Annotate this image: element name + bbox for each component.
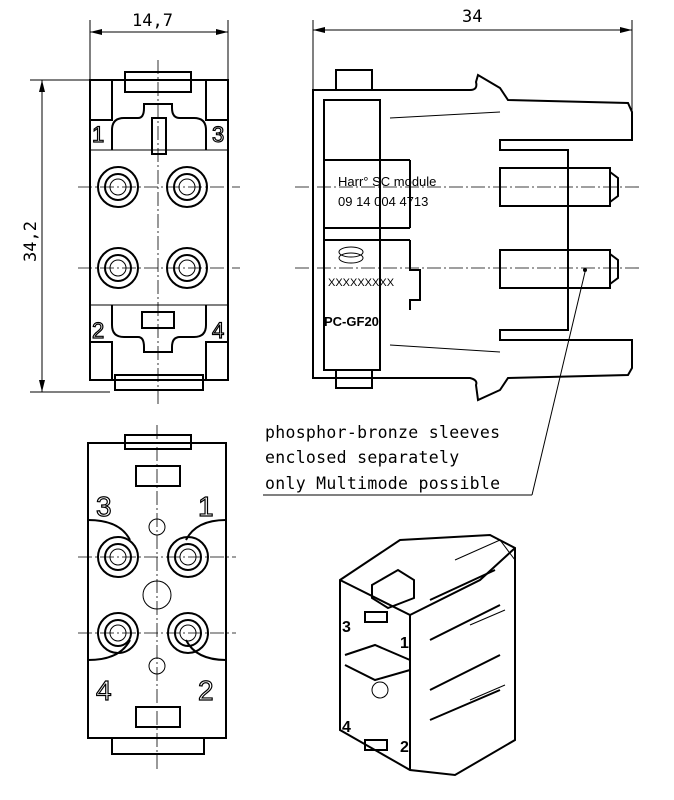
front-label-4: 4 bbox=[212, 318, 224, 343]
rear-label-3: 3 bbox=[96, 491, 112, 522]
note-line-1: phosphor-bronze sleeves bbox=[265, 423, 500, 442]
rear-label-1: 1 bbox=[198, 491, 214, 522]
front-label-3: 3 bbox=[212, 122, 224, 147]
rear-label-2: 2 bbox=[198, 675, 214, 706]
module-name-text: Harr° SC module bbox=[338, 174, 436, 189]
front-label-1: 1 bbox=[92, 122, 104, 147]
note-line-3: only Multimode possible bbox=[265, 474, 500, 493]
dimension-height: 34,2 bbox=[21, 79, 110, 393]
harting-logo-icon bbox=[338, 246, 364, 264]
serial-number: XXXXXXXXX bbox=[328, 277, 395, 289]
iso-label-3: 3 bbox=[342, 619, 351, 636]
dimension-width: 14,7 bbox=[89, 11, 229, 80]
front-view: 1 3 2 4 bbox=[78, 60, 240, 405]
dimension-length-label: 34 bbox=[462, 7, 482, 27]
dimension-length: 34 bbox=[312, 7, 633, 115]
side-view: Harr° SC module 09 14 004 4713 XXXXXXXXX… bbox=[295, 69, 640, 402]
rear-label-4: 4 bbox=[96, 675, 112, 706]
iso-label-2: 2 bbox=[400, 739, 409, 756]
note-line-2: enclosed separately bbox=[265, 448, 459, 467]
material-marking: PC-GF20 bbox=[324, 314, 379, 329]
iso-label-1: 1 bbox=[400, 635, 409, 652]
dimension-width-label: 14,7 bbox=[132, 11, 173, 31]
contact-circles bbox=[97, 166, 208, 289]
front-label-2: 2 bbox=[92, 318, 104, 343]
rear-view: 3 1 4 2 bbox=[78, 425, 236, 770]
module-part-number: 09 14 004 4713 bbox=[338, 194, 428, 209]
annotation-note: phosphor-bronze sleeves enclosed separat… bbox=[263, 271, 586, 496]
isometric-view: 3 1 4 2 bbox=[339, 533, 516, 777]
dimension-height-label: 34,2 bbox=[21, 221, 41, 262]
iso-label-4: 4 bbox=[342, 719, 351, 736]
